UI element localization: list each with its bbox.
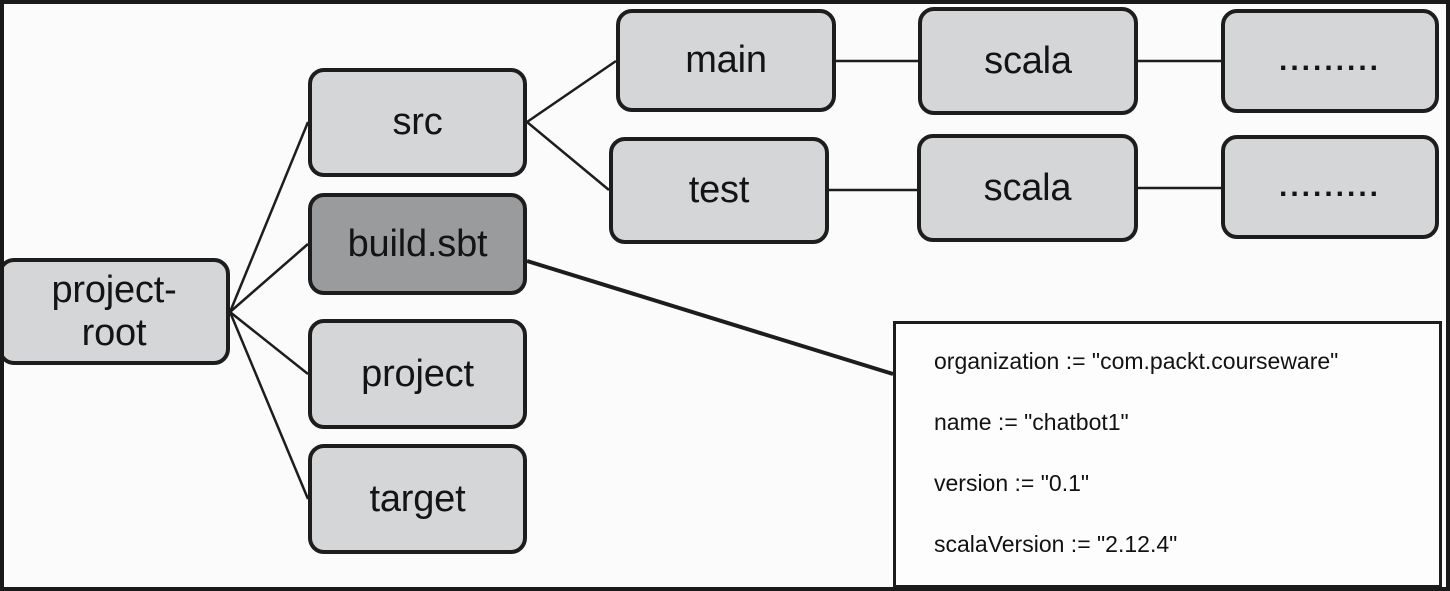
node-scala-test-label: scala [983,166,1072,209]
code-line-scala-version: scalaVersion := "2.12.4" [934,531,1178,557]
node-build-sbt[interactable]: build.sbt [308,193,527,295]
edge-root-target [228,311,310,500]
node-ellipsis-test[interactable]: ......... [1221,135,1439,239]
edge-buildsbt-codebox [526,259,894,376]
node-project-label: project [361,352,474,395]
code-line-name: name := "chatbot1" [934,409,1129,435]
node-project-root-label: project- root [51,268,177,354]
node-src[interactable]: src [308,68,527,177]
node-src-label: src [392,101,443,144]
node-scala-main[interactable]: scala [918,7,1138,115]
node-main[interactable]: main [616,9,836,112]
node-test[interactable]: test [609,137,829,244]
edge-src-test [526,121,610,191]
node-scala-main-label: scala [984,39,1072,82]
node-main-label: main [685,39,767,82]
node-ellipsis-main[interactable]: ......... [1221,9,1439,113]
code-line-organization: organization := "com.packt.courseware" [934,348,1339,374]
node-build-sbt-label: build.sbt [347,222,488,265]
node-project-root[interactable]: project- root [4,258,230,365]
node-project[interactable]: project [308,319,527,429]
edge-root-buildsbt [229,243,309,313]
edge-root-project [229,311,309,375]
edge-root-src [228,121,310,313]
node-target[interactable]: target [308,444,527,554]
code-line-version: version := "0.1" [934,470,1090,496]
node-test-label: test [688,169,750,212]
edge-src-main [526,59,617,124]
build-sbt-content-box: organization := "com.packt.courseware" n… [893,321,1442,587]
node-ellipsis-test-label: ......... [1278,170,1381,204]
node-scala-test[interactable]: scala [917,134,1138,242]
node-target-label: target [369,477,466,520]
node-ellipsis-main-label: ......... [1278,44,1381,78]
